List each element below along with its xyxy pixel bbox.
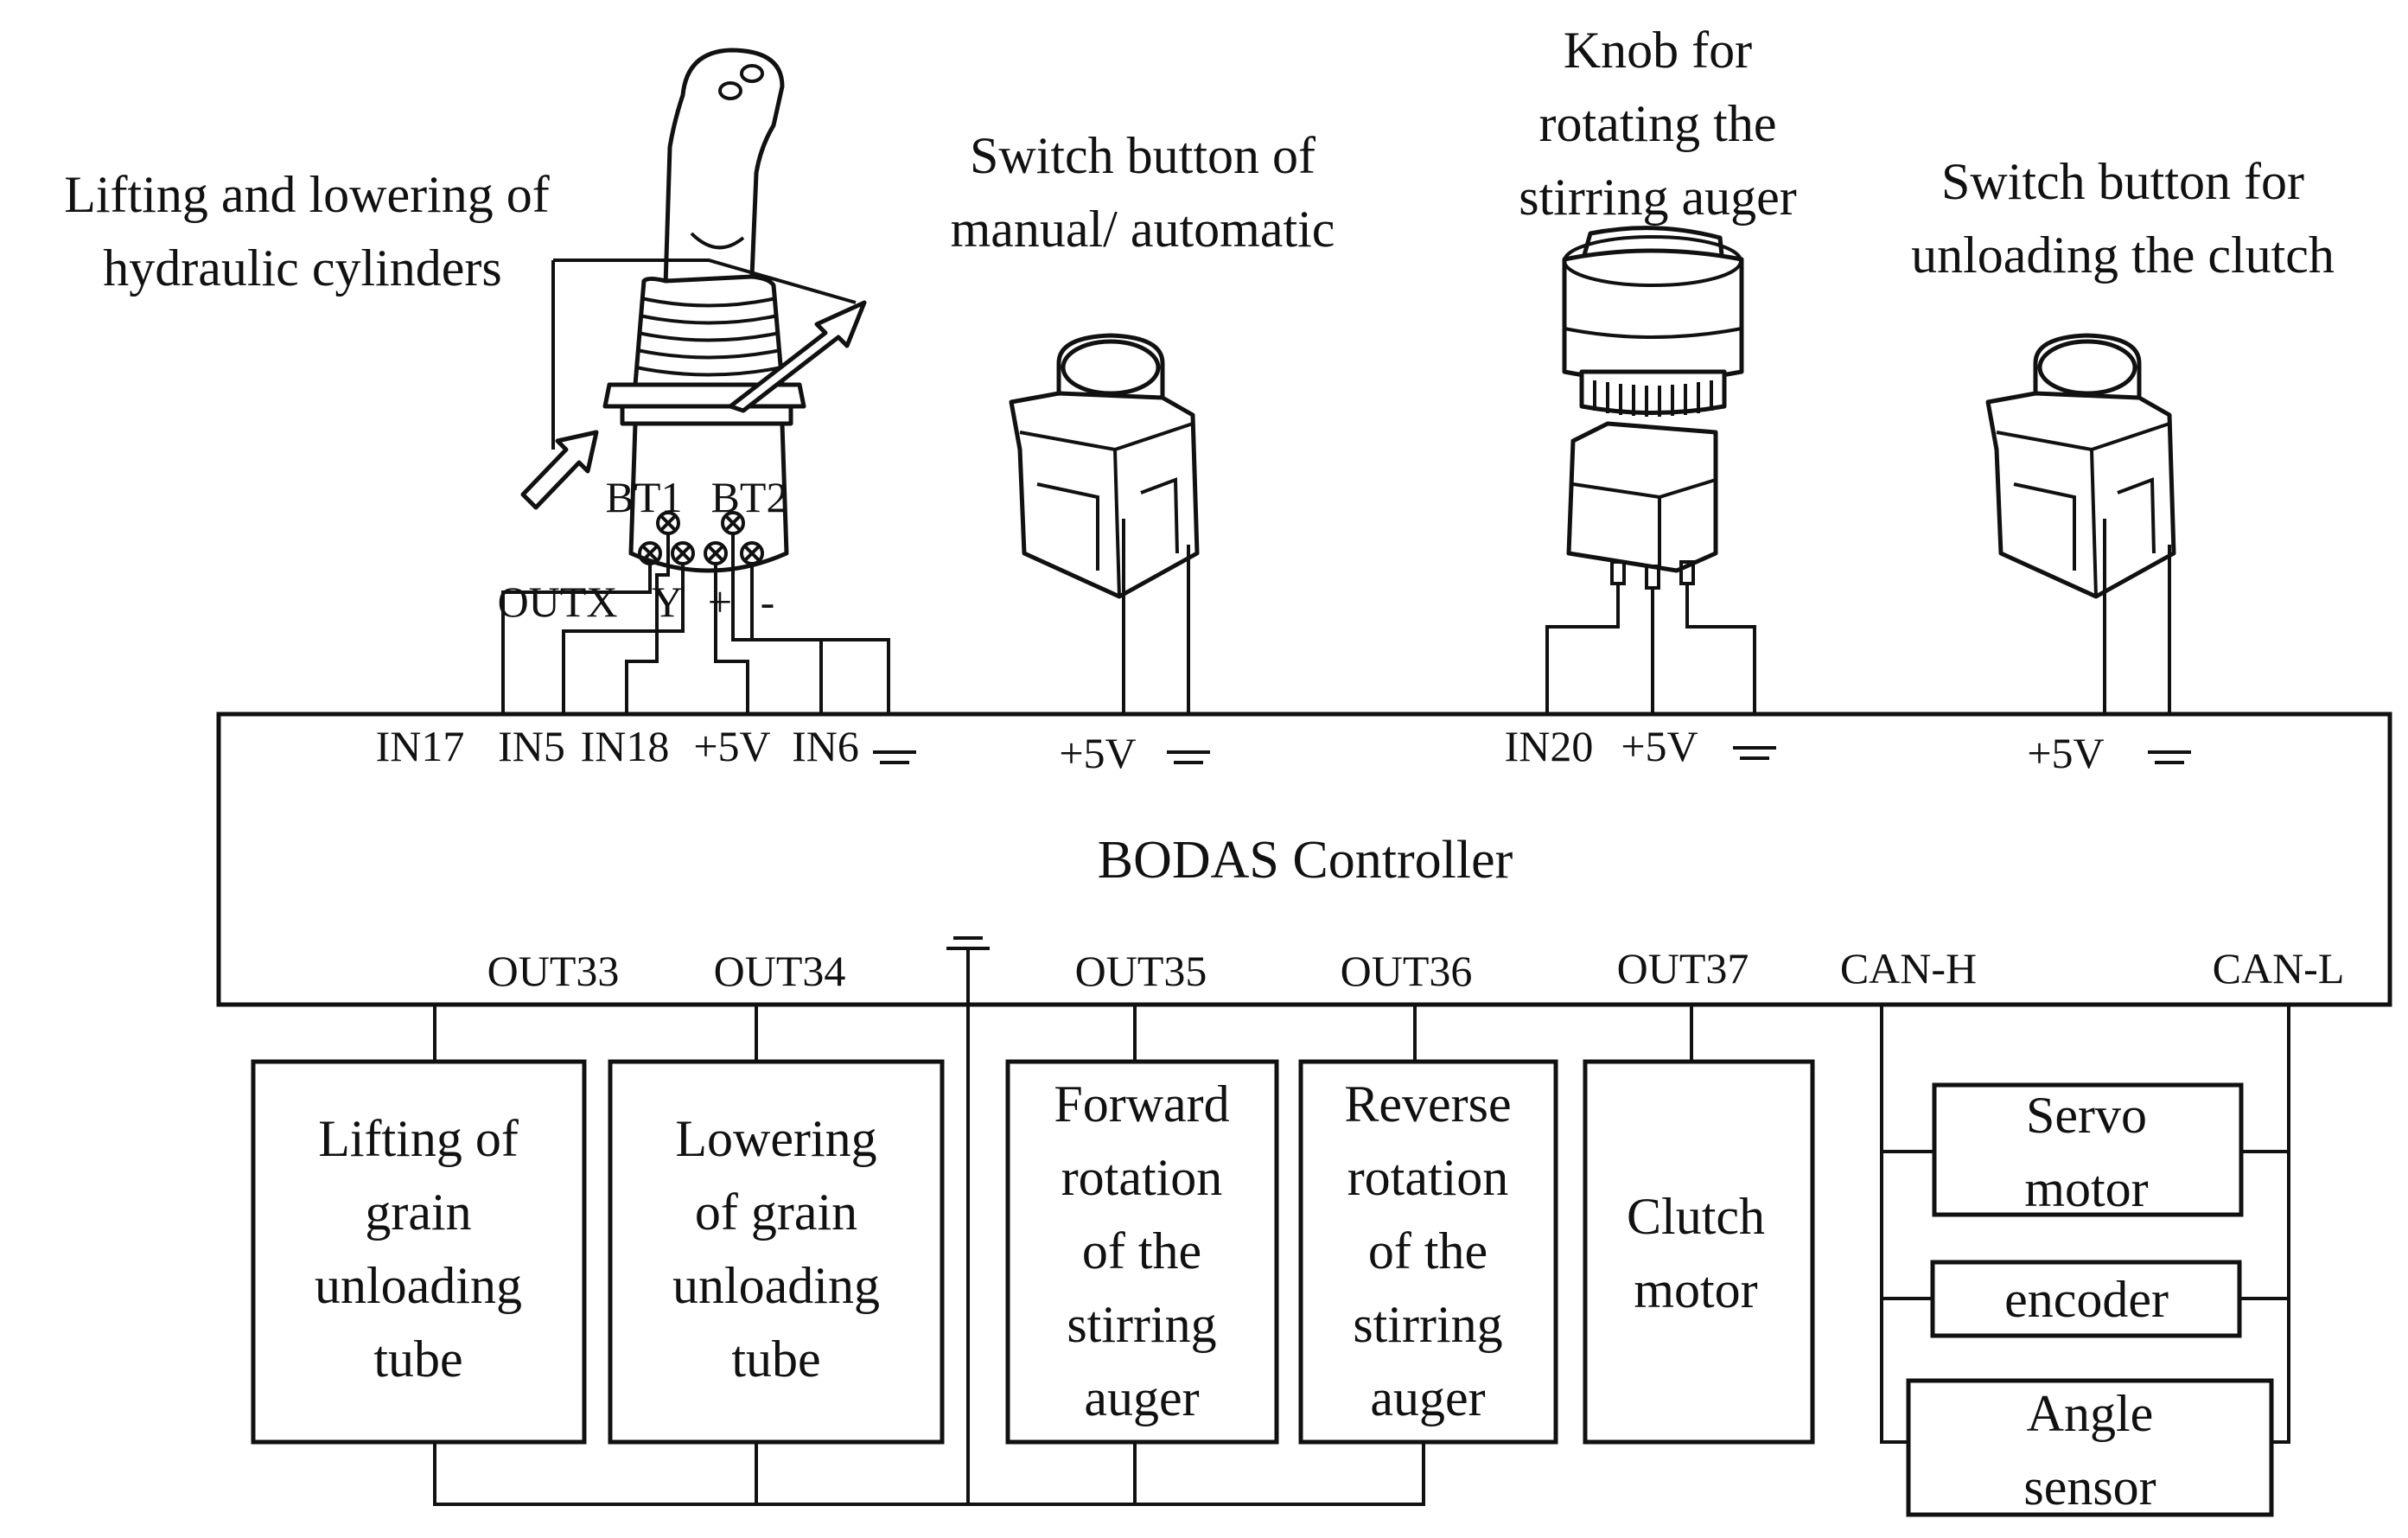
clutch-switch-wires — [2103, 519, 2171, 714]
actuator-out35-line2: rotation — [1061, 1149, 1223, 1206]
input-5v: +5V — [693, 722, 770, 770]
actuator-out35-line3: of the — [1082, 1222, 1201, 1280]
actuator-out33-box — [251, 1059, 587, 1445]
joystick-callout-line2: hydraulic cylinders — [103, 239, 502, 297]
input-in17: IN17 — [376, 722, 465, 770]
output-wires — [433, 948, 1693, 1506]
input-in5: IN5 — [498, 722, 565, 770]
actuator-out33-line3: unloading — [315, 1257, 522, 1314]
can-l-label: CAN-L — [2213, 944, 2345, 992]
clutch-switch-callout-line1: Switch button for — [1941, 153, 2304, 210]
can-h-label: CAN-H — [1840, 944, 1977, 992]
angle-sensor-line2: sensor — [2023, 1458, 2156, 1516]
output-out34: OUT34 — [714, 947, 846, 995]
joystick-wires — [501, 533, 890, 743]
actuator-out37-box — [1583, 1059, 1815, 1445]
servo-motor-box — [1932, 1082, 2244, 1217]
actuator-out35-box — [1005, 1059, 1279, 1445]
joystick-callout-line1: Lifting and lowering of — [64, 166, 550, 223]
actuator-out34-line2: of grain — [695, 1184, 857, 1241]
servo-motor-line1: Servo — [2026, 1087, 2147, 1144]
actuator-out35-line5: auger — [1084, 1369, 1199, 1426]
actuator-out33-line4: tube — [373, 1331, 462, 1388]
rotary-knob-icon — [1562, 226, 1744, 590]
output-out37: OUT37 — [1617, 944, 1749, 992]
input-in6: IN6 — [792, 722, 859, 770]
output-out36: OUT36 — [1341, 947, 1473, 995]
actuator-out36-line4: stirring — [1353, 1296, 1502, 1353]
angle-sensor-box — [1906, 1378, 2274, 1517]
push-button-icon — [1985, 333, 2176, 599]
outx-label: OUTX — [498, 578, 618, 626]
bodas-controller — [216, 712, 2392, 1007]
actuator-out36-line3: of the — [1368, 1222, 1487, 1280]
manual-switch-wires — [1122, 519, 1190, 714]
output-out33: OUT33 — [487, 947, 620, 995]
controller-title: BODAS Controller — [1098, 831, 1513, 890]
actuator-out37-line2: motor — [1634, 1261, 1757, 1318]
actuator-out36-box — [1298, 1059, 1558, 1445]
output-out35: OUT35 — [1075, 947, 1207, 995]
ground-symbol-icon — [873, 750, 916, 764]
knob-callout-line2: rotating the — [1539, 95, 1777, 152]
input-in18: IN18 — [581, 722, 670, 770]
clutch-switch-5v: +5V — [2027, 729, 2104, 777]
actuator-out33-line2: grain — [365, 1184, 471, 1241]
ground-symbol-icon — [1167, 750, 1210, 764]
actuator-out34-line1: Lowering — [675, 1110, 876, 1167]
clutch-switch-callout-line2: unloading the clutch — [1911, 227, 2335, 284]
actuator-out34-box — [608, 1059, 945, 1445]
plus-label: + — [708, 578, 732, 626]
input-in20: IN20 — [1505, 722, 1594, 770]
angle-sensor-line1: Angle — [2027, 1385, 2154, 1442]
actuator-out36-line2: rotation — [1347, 1149, 1509, 1206]
encoder-label: encoder — [2004, 1271, 2169, 1328]
manual-switch-callout-line1: Switch button of — [970, 127, 1315, 184]
actuator-out35-line4: stirring — [1067, 1296, 1216, 1353]
knob-callout-line3: stirring auger — [1519, 169, 1797, 226]
servo-motor-line2: motor — [2024, 1160, 2148, 1217]
minus-label: - — [761, 578, 775, 626]
actuator-out37-line1: Clutch — [1627, 1188, 1765, 1245]
knob-callout-line1: Knob for — [1564, 22, 1752, 79]
encoder-box — [1930, 1260, 2242, 1338]
double-arrow-icon — [520, 300, 867, 510]
actuator-out34-line4: tube — [731, 1331, 820, 1388]
manual-switch-5v: +5V — [1059, 729, 1136, 777]
bt2-label: BT2 — [711, 473, 788, 521]
actuator-out35-line1: Forward — [1054, 1075, 1229, 1133]
actuator-out33-line1: Lifting of — [318, 1110, 519, 1167]
actuator-out36-line5: auger — [1370, 1369, 1485, 1426]
knob-5v: +5V — [1621, 722, 1698, 770]
actuator-out34-line3: unloading — [672, 1257, 880, 1314]
actuator-out36-line1: Reverse — [1344, 1075, 1511, 1133]
push-button-icon — [1009, 333, 1200, 599]
ground-symbol-icon — [2148, 750, 2191, 764]
ground-symbol-icon — [1733, 746, 1776, 760]
can-bus-wires — [1880, 1005, 2290, 1444]
knob-wires — [1545, 584, 1756, 714]
manual-switch-callout-line2: manual/ automatic — [951, 201, 1335, 258]
